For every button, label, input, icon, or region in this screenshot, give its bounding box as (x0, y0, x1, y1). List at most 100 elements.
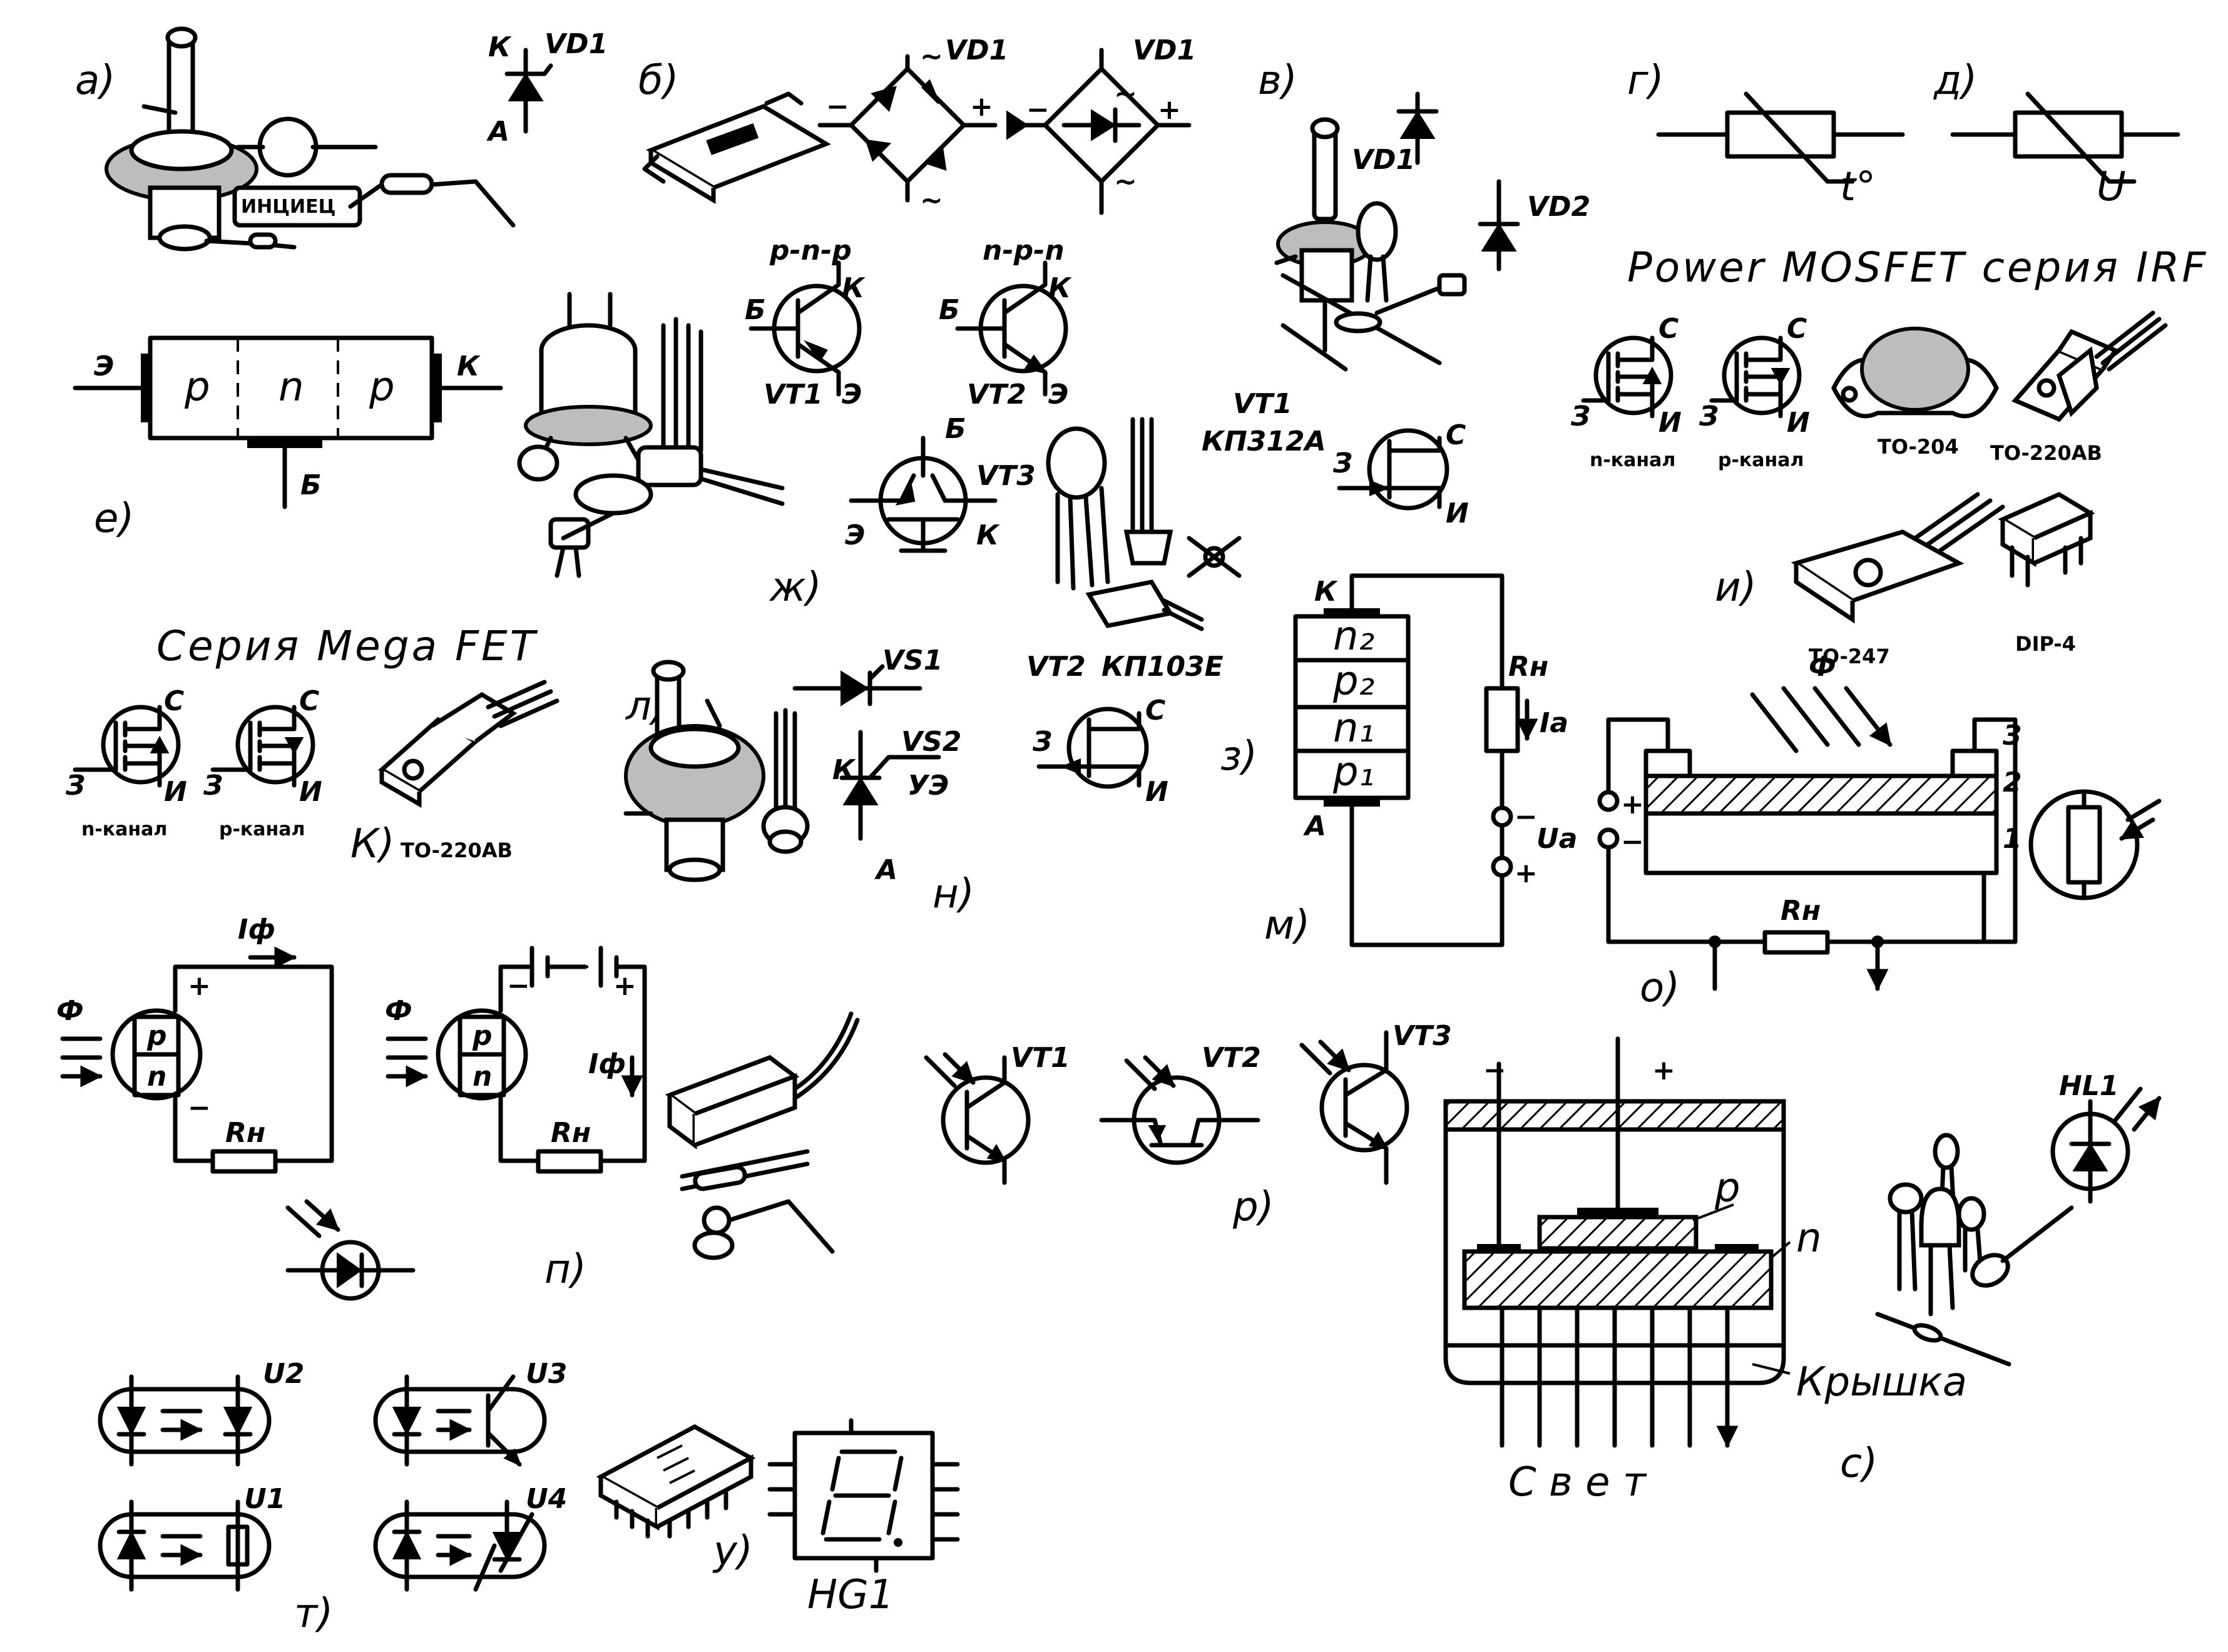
panel-e: е) p n p Э К Б (73, 335, 503, 542)
bridge-designator: VD1 (945, 34, 1008, 66)
photodiode-symbol (285, 1199, 416, 1301)
vt2-collector-label: К (1048, 272, 1072, 304)
panel-v: в) VD1 VD2 (1258, 58, 1590, 372)
vs1-designator: VS1 (882, 645, 943, 676)
layer-p2: p₂ (1332, 658, 1374, 705)
seven-segment-chip-drawing (596, 1424, 756, 1539)
panel-s-letter: с) (1840, 1440, 1878, 1487)
thyristor-a-label: А (1303, 810, 1326, 842)
photo-load-label: Rн (1781, 895, 1821, 927)
megafet-p-drain: С (299, 685, 319, 717)
bridge-module-drawing (642, 91, 831, 205)
mosfet-n-drain: С (1658, 313, 1679, 345)
vt3-designator: VT3 (976, 460, 1036, 492)
megafet-p-source: И (299, 776, 322, 808)
pd2-p-label: p (472, 1020, 493, 1052)
panel-k: Серия Mega FET К) С З И n-канал С З И p-… (65, 622, 560, 867)
panel-r-letter: р) (1232, 1184, 1274, 1230)
photo-devices-drawing (665, 1011, 860, 1260)
thermistor-t-label: t° (1840, 164, 1876, 210)
panel-n: н) VS1 К А VS2 УЭ (792, 645, 974, 917)
led-p-label: p (1714, 1165, 1740, 1211)
phototransistor-vt1-label: VT1 (1011, 1042, 1070, 1074)
diode-vd1-label: VD1 (1352, 144, 1415, 176)
thyristor-vs2-symbol: К А VS2 УЭ (832, 726, 961, 886)
pd1-plus: + (188, 970, 211, 1002)
panel-o-letter: о) (1640, 965, 1680, 1011)
dip4-caption: DIP-4 (2015, 632, 2076, 656)
layer-p1: p₁ (1332, 749, 1374, 795)
vt1-fet-type: КП312А (1202, 426, 1326, 457)
panel-zh-letter: ж) (769, 564, 822, 611)
mosfet-p-source: И (1787, 407, 1810, 439)
mosfet-n-source: И (1658, 407, 1682, 439)
panel-m-letter: м) (1264, 902, 1310, 949)
vs2-designator: VS2 (901, 726, 961, 758)
panel-zh: ж) p-n-p Б К Э VT1 (517, 235, 1072, 611)
panel-l: л) (623, 660, 810, 882)
led-n-label: n (1796, 1215, 1822, 1262)
pnp-structure: p n p Э К Б (73, 335, 503, 509)
bridge2-minus: − (1026, 94, 1050, 126)
optocoupler-u4: U4 (373, 1483, 567, 1592)
megafet-n-drain: С (164, 685, 184, 717)
panel-i: Power MOSFET серия IRF и) С З И n-канал … (1570, 243, 2205, 668)
panel-u-letter: у) (712, 1528, 753, 1574)
dip4-package: DIP-4 (1998, 492, 2095, 656)
pd1-flux-label: Ф (56, 995, 84, 1027)
panel-v-letter: в) (1258, 58, 1297, 104)
megafet-n-symbol: С З И n-канал (65, 685, 187, 840)
bridge2-designator: VD1 (1133, 34, 1196, 66)
diodes-drawing (1274, 117, 1467, 372)
to220-package-k: TO-220AB (378, 680, 560, 862)
leds-drawing (1875, 1133, 2074, 1367)
vt3-base-label: Б (945, 413, 966, 445)
vt1-emitter-label: Э (842, 379, 862, 410)
optocoupler-u3-label: U3 (526, 1358, 567, 1390)
panel-g-letter: г) (1627, 58, 1664, 104)
phototransistor-vt2-label: VT2 (1202, 1042, 1261, 1074)
panel-a: а) ИНЦИЕЦ К А VD1 (75, 26, 608, 252)
bridge2-tilde-bottom: ~ (1114, 166, 1137, 198)
seven-segment-hg1-label: HG1 (807, 1572, 894, 1618)
bridge-plus: + (970, 91, 993, 123)
vt2-emitter-label: Э (1048, 379, 1068, 410)
panel-p: п) p n Ф Iф Rн + − p n (56, 914, 860, 1301)
panel-n-letter: н) (933, 871, 974, 917)
thyristor-k-label: К (1314, 576, 1338, 608)
photoresistor-symbol (2028, 789, 2162, 900)
optocoupler-u1: U1 (98, 1483, 285, 1592)
diode-symbol-a: К А VD1 (486, 28, 608, 148)
led-plus: + (1652, 1054, 1675, 1086)
pd1-n-label: n (147, 1061, 166, 1093)
to204-package: TO-204 (1831, 327, 1999, 459)
vs2-gate-label: УЭ (907, 770, 949, 802)
mosfet-n-caption: n-канал (1590, 449, 1675, 471)
panel-u: у) HG1 (596, 1418, 960, 1618)
panel-a-letter: а) (75, 58, 115, 104)
panel-r: р) VT1 VT2 VT3 (924, 1020, 1452, 1230)
varistor-u-label: U (2097, 164, 2126, 210)
pd1-load-label: Rн (225, 1117, 265, 1149)
vt1-fet-designator: VT1 (1233, 388, 1292, 420)
pd1-minus: − (188, 1092, 211, 1124)
vt2-base-label: Б (939, 294, 960, 326)
to220-caption-i: TO-220AB (1990, 441, 2102, 465)
load-resistor-label: Rн (1508, 651, 1548, 683)
mosfet-p-symbol: С З И p-канал (1699, 313, 1810, 471)
supply-minus: − (1515, 801, 1538, 833)
emitter-label: Э (94, 350, 114, 382)
vt2-gate-label: З (1032, 726, 1052, 758)
megafet-n-caption: n-канал (81, 818, 167, 840)
pd2-n-label: n (473, 1061, 492, 1093)
panel-g: г) t° (1627, 58, 1905, 210)
vt3-collector-label: К (976, 519, 1000, 551)
panel-t: т) U2 U1 U3 (98, 1358, 567, 1637)
pd1-p-label: p (146, 1020, 167, 1052)
photo-flux-label: Ф (1809, 651, 1836, 683)
phototransistor-vt3-label: VT3 (1392, 1020, 1452, 1052)
optocoupler-u2: U2 (98, 1358, 304, 1467)
vs2-cathode-label: К (832, 754, 856, 786)
thermistor-symbol: t° (1656, 91, 1905, 210)
thyristor-drawing (623, 660, 810, 882)
